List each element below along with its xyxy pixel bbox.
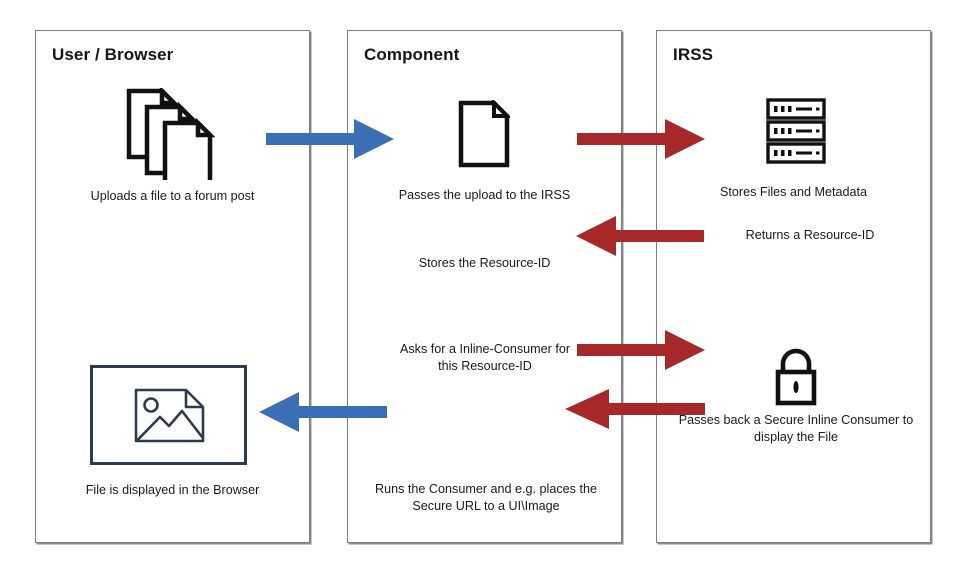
arrow-ask-inline-consumer[interactable]: [577, 328, 705, 372]
padlock-icon: [770, 348, 822, 406]
caption-stores-files: Stores Files and Metadata: [719, 185, 867, 199]
arrow-upload-to-irss[interactable]: [577, 117, 705, 161]
caption-uploads-file: Uploads a file to a forum post: [90, 189, 255, 203]
caption-stores-resource-id: Stores the Resource-ID: [418, 256, 551, 270]
arrow-resource-id-back[interactable]: [576, 214, 704, 258]
caption-passes-back-consumer: Passes back a Secure Inline Consumer to …: [678, 413, 914, 444]
lane-title-user-browser: User / Browser: [52, 45, 174, 64]
caption-asks-inline-consumer: Asks for a Inline-Consumer for this Reso…: [399, 342, 571, 373]
arrow-display-in-browser[interactable]: [259, 390, 387, 434]
caption-passes-upload: Passes the upload to the IRSS: [398, 188, 571, 202]
arrow-upload-to-component[interactable]: [266, 117, 394, 161]
caption-file-displayed: File is displayed in the Browser: [85, 483, 260, 497]
lane-title-component: Component: [364, 45, 460, 64]
documents-stack-icon: [126, 88, 224, 180]
lane-title-irss: IRSS: [673, 45, 714, 64]
caption-runs-consumer: Runs the Consumer and e.g. places the Se…: [375, 482, 597, 513]
caption-returns-resource-id: Returns a Resource-ID: [745, 228, 875, 242]
arrow-secure-consumer-back[interactable]: [565, 387, 705, 431]
server-rack-icon: [766, 98, 826, 166]
document-icon: [458, 100, 510, 168]
image-placeholder-icon: [90, 365, 247, 465]
